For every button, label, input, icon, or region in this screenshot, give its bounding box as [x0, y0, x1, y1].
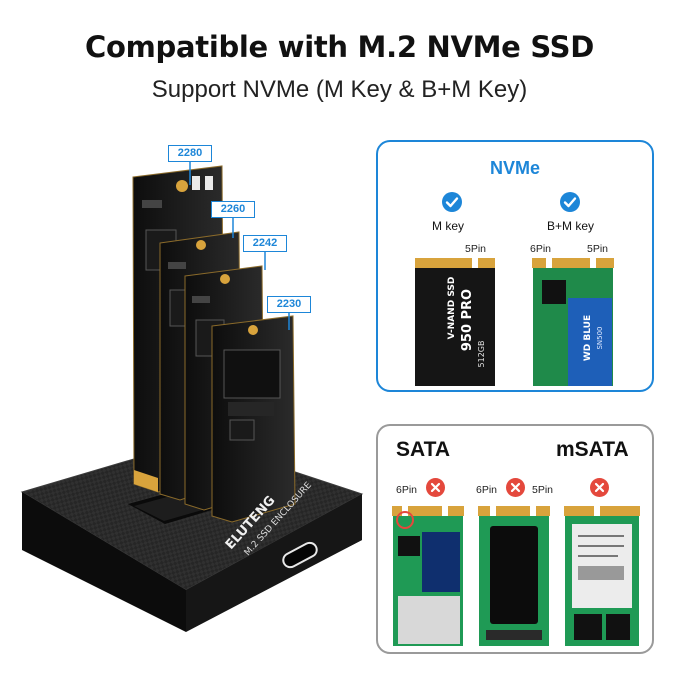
- msata-title: mSATA: [556, 438, 629, 461]
- svg-text:V-NAND SSD: V-NAND SSD: [447, 277, 457, 340]
- bmkey-pin-right: 5Pin: [587, 243, 609, 255]
- sata-b-pin-left: 6Pin: [476, 484, 498, 496]
- x-icon: [590, 478, 609, 497]
- mkey-pin: 5Pin: [465, 243, 487, 255]
- bmkey-label: B+M key: [547, 219, 595, 233]
- x-icon: [506, 478, 525, 497]
- svg-text:950 PRO: 950 PRO: [460, 289, 475, 351]
- svg-text:WD BLUE: WD BLUE: [583, 315, 593, 361]
- page-subtitle: Support NVMe (M Key & B+M Key): [151, 76, 528, 103]
- sata-panel: SATA mSATA 6Pin 6Pin 5Pin: [376, 424, 654, 654]
- bmkey-pin-left: 6Pin: [530, 243, 552, 255]
- msata-ssd-image: [564, 506, 640, 646]
- check-icon: [560, 192, 580, 212]
- bmkey-ssd-image: WD BLUE SN500: [532, 258, 614, 386]
- svg-text:512GB: 512GB: [477, 341, 486, 368]
- page-title: Compatible with M.2 NVMe SSD: [85, 30, 594, 64]
- size-tag-2280: 2280: [168, 145, 212, 162]
- check-icon: [442, 192, 462, 212]
- nvme-title: NVMe: [489, 158, 540, 178]
- sata-b-ssd-image: [478, 506, 550, 646]
- mkey-label: M key: [432, 219, 465, 233]
- sata-a-pin: 6Pin: [396, 484, 418, 496]
- enclosure-illustration: ELUTENG M.2 SSD ENCLOSURE: [20, 160, 364, 632]
- size-tag-2242: 2242: [243, 235, 287, 252]
- x-icon: [426, 478, 445, 497]
- sata-b-pin-right: 5Pin: [532, 484, 554, 496]
- sata-a-ssd-image: [392, 506, 464, 646]
- size-tag-2230: 2230: [267, 296, 311, 313]
- mkey-ssd-image: V-NAND SSD 950 PRO 512GB: [415, 258, 495, 386]
- nvme-panel: NVMe M key B+M key 5Pin 6Pin 5Pin V-NAND…: [376, 140, 654, 392]
- sata-title: SATA: [396, 438, 451, 461]
- size-tag-2260: 2260: [211, 201, 255, 218]
- svg-text:SN500: SN500: [596, 326, 604, 349]
- ssd-2230: [211, 315, 296, 523]
